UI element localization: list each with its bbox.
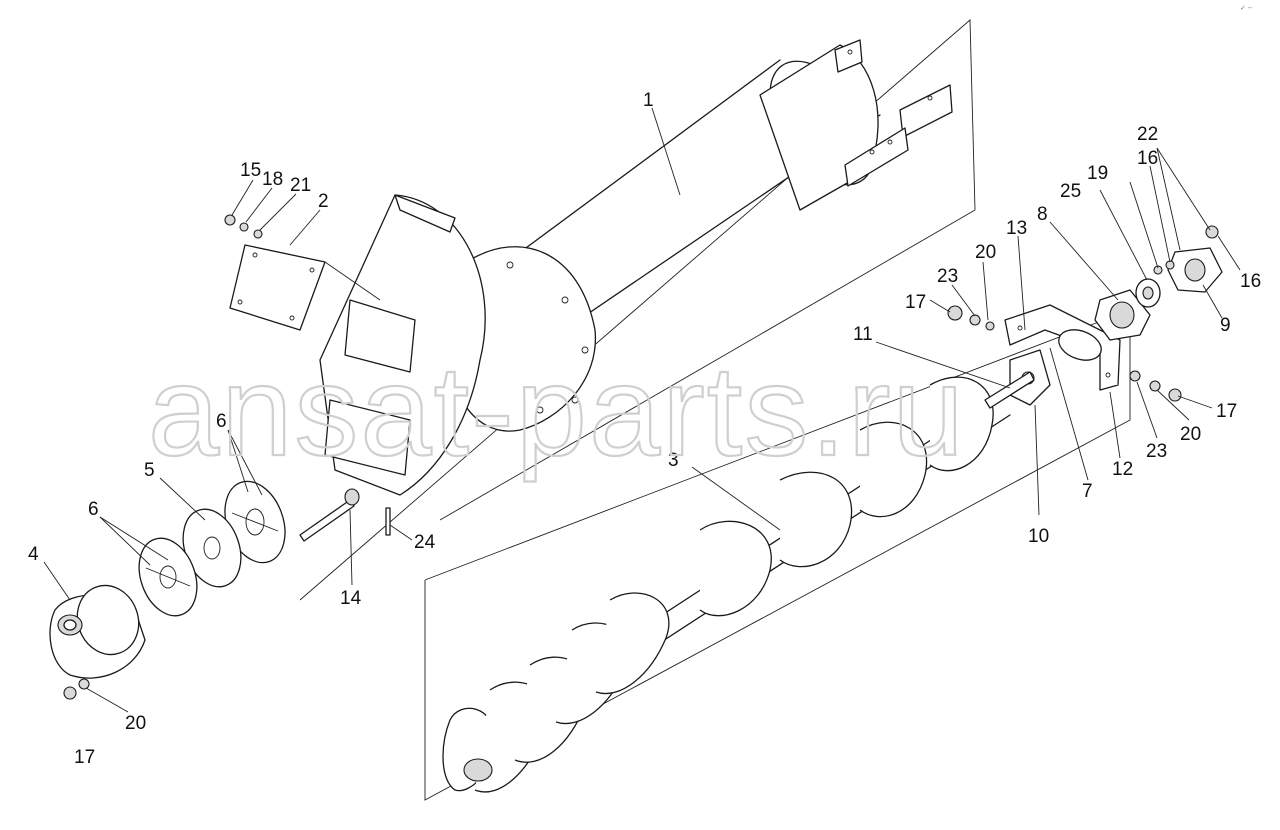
callout-5: 5 [144,460,155,481]
watermark-text: ansat-parts.ru [148,340,966,483]
callout-10: 10 [1028,526,1049,547]
hardware-15-18-21 [224,214,263,239]
callout-17-lower: 17 [74,747,95,768]
callout-20-lower: 20 [125,713,146,734]
callout-6-lower: 6 [88,499,99,520]
callout-labels: 1 2 3 4 5 6 6 7 8 9 10 11 12 13 14 15 16… [28,90,1261,768]
hardware-17-20-23-right [947,305,1182,402]
part-7-bearing-cup [1058,329,1102,361]
callout-3: 3 [668,450,679,471]
callout-7: 7 [1082,481,1093,502]
part-11-shaft [984,371,1035,409]
callout-17-right: 17 [1216,401,1237,422]
callout-18: 18 [262,169,283,190]
part-6-flange-upper [224,480,286,564]
corner-mark: ✓ ‐‐ [1240,5,1253,12]
callout-23-right: 23 [1146,441,1167,462]
part-25-bearing [1135,278,1161,308]
part-9-flange-cover [1167,247,1223,293]
callout-24: 24 [414,532,436,553]
part-1-tube [414,39,953,361]
callout-8: 8 [1037,204,1048,225]
part-3-auger [442,376,1011,793]
callout-20-upper: 20 [975,242,996,263]
leader-lines [43,107,1241,713]
callout-19: 19 [1087,163,1108,184]
callout-1: 1 [643,90,654,111]
callout-17-upper: 17 [905,292,926,313]
callout-16-right: 16 [1240,271,1261,292]
tube-assembly-plane [299,19,976,601]
hardware-17-20-left [63,678,90,700]
part-8-bearing-housing [1094,289,1151,341]
part-4-gearbox [49,584,146,679]
callout-25: 25 [1060,181,1081,202]
auger-assembly-plane [424,309,1131,801]
callout-21: 21 [290,175,311,196]
callout-11: 11 [853,324,873,345]
part-14-shaft-pin [299,488,391,542]
callout-23-upper: 23 [937,266,958,287]
callout-20-right: 20 [1180,424,1201,445]
callout-12: 12 [1112,459,1133,480]
callout-13: 13 [1006,218,1027,239]
auger-housing [319,194,597,496]
callout-15: 15 [240,160,261,181]
callout-14: 14 [340,588,362,609]
callout-2: 2 [318,191,329,212]
callout-6-upper: 6 [216,411,227,432]
callout-22: 22 [1137,124,1158,145]
part-2-cover-plate [229,244,381,331]
callout-9: 9 [1220,315,1231,336]
part-6-flange-lower [138,537,198,617]
part-13-bracket [1004,304,1121,391]
callout-4: 4 [28,544,39,565]
callout-16-upper: 16 [1137,148,1158,169]
